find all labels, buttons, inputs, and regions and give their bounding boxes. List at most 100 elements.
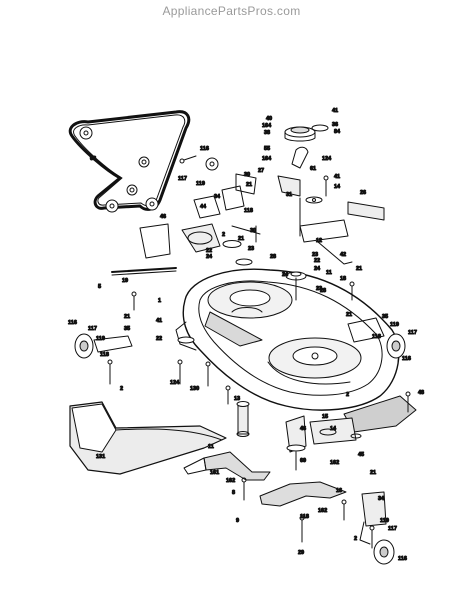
callout: 44 xyxy=(200,204,207,210)
callout: 26 xyxy=(360,190,366,196)
callout: 1 xyxy=(158,298,161,304)
callout: 28 xyxy=(270,254,276,260)
callout: 2 xyxy=(222,232,225,238)
callout: 34 xyxy=(214,194,221,200)
blade-right xyxy=(259,481,347,507)
callout: 24 xyxy=(282,272,289,278)
callout: 41 xyxy=(156,318,162,324)
blade-left xyxy=(183,451,271,481)
gauge-wheel-lower-right xyxy=(373,539,395,565)
callout: 30 xyxy=(250,228,256,234)
callout: 19 xyxy=(122,278,128,284)
callout: 41 xyxy=(332,108,338,114)
callout: 45 xyxy=(358,452,364,458)
callout: 14 xyxy=(334,184,341,190)
callout: 34 xyxy=(378,496,385,502)
callout: 164 xyxy=(262,123,272,129)
callout: 21 xyxy=(346,312,352,318)
callout: 36 xyxy=(332,122,338,128)
gauge-wheel-left xyxy=(74,333,133,359)
callout: 84 xyxy=(334,129,341,135)
callout: 40 xyxy=(266,116,272,122)
callout: 118 xyxy=(372,334,381,340)
callout: 29 xyxy=(298,550,304,556)
callout: 8 xyxy=(232,490,235,496)
belt xyxy=(68,110,191,213)
callout: 162 xyxy=(330,460,339,466)
callout: 23 xyxy=(248,246,254,252)
callout: 162 xyxy=(318,508,327,514)
callout: 2 xyxy=(120,386,123,392)
callout: 118 xyxy=(100,352,109,358)
callout: 68 xyxy=(90,156,96,162)
stabilizer-bracket xyxy=(359,491,387,545)
callout: 28 xyxy=(320,288,326,294)
callout: 14 xyxy=(330,426,337,432)
callout: 130 xyxy=(190,386,199,392)
callout: 11 xyxy=(208,444,214,450)
callout: 23 xyxy=(316,286,322,292)
callout: 23 xyxy=(312,252,318,258)
callout: 117 xyxy=(408,330,417,336)
callout: 119 xyxy=(196,181,205,187)
callout: 24 xyxy=(206,254,213,260)
callout: 116 xyxy=(402,356,411,362)
callout: 118 xyxy=(244,208,253,214)
callout: 161 xyxy=(210,470,219,476)
callout: 48 xyxy=(418,390,424,396)
callout: 22 xyxy=(314,258,320,264)
callout: 117 xyxy=(88,326,97,332)
callout: 119 xyxy=(380,518,389,524)
deflector-shield xyxy=(309,395,417,445)
callout: 21 xyxy=(370,470,376,476)
gauge-wheel-right xyxy=(347,317,406,359)
callout: 5 xyxy=(98,284,101,290)
hardware xyxy=(107,155,411,549)
callout: 42 xyxy=(340,252,346,258)
callout: 15 xyxy=(322,414,328,420)
callout: 38 xyxy=(264,130,270,136)
callout: 16 xyxy=(336,488,342,494)
callout: 35 xyxy=(124,326,130,332)
callout: 12 xyxy=(316,238,322,244)
callout: 116 xyxy=(200,146,209,152)
callout: 164 xyxy=(262,156,272,162)
hanger-bracket xyxy=(111,185,385,276)
spindle-shaft xyxy=(236,401,307,471)
callout: 117 xyxy=(178,176,187,182)
callout: 30 xyxy=(244,172,250,178)
callout: 21 xyxy=(356,266,362,272)
callout: 124 xyxy=(322,156,332,162)
callout: 21 xyxy=(124,314,130,320)
callout: 119 xyxy=(96,336,105,342)
callout: 131 xyxy=(96,454,105,460)
callout: 22 xyxy=(156,336,162,342)
callout: 21 xyxy=(238,236,244,242)
callout: 55 xyxy=(264,146,270,152)
callout: 119 xyxy=(390,322,399,328)
callouts: 41 40 164 38 36 84 116 68 117 119 55 164… xyxy=(68,108,425,563)
callout: 18 xyxy=(340,276,346,282)
callout: 2 xyxy=(346,392,349,398)
spindle-assembly xyxy=(177,124,329,344)
callout: 118 xyxy=(300,514,309,520)
callout: 21 xyxy=(246,182,252,188)
callout: 27 xyxy=(258,168,264,174)
callout: 61 xyxy=(310,166,316,172)
callout: 35 xyxy=(382,314,388,320)
callout: 2 xyxy=(354,536,357,542)
callout: 41 xyxy=(334,174,340,180)
callout: 46 xyxy=(300,426,306,432)
deck-housing xyxy=(175,268,401,411)
callout: 11 xyxy=(326,270,332,276)
callout: 24 xyxy=(314,266,321,272)
callout: 13 xyxy=(234,396,240,402)
callout: 116 xyxy=(398,556,407,562)
discharge-chute xyxy=(69,401,227,475)
watermark-text: AppliancePartsPros.com xyxy=(162,4,301,18)
callout: 69 xyxy=(300,458,306,464)
callout: 46 xyxy=(160,214,166,220)
callout: 22 xyxy=(206,248,212,254)
callout: 116 xyxy=(68,320,77,326)
